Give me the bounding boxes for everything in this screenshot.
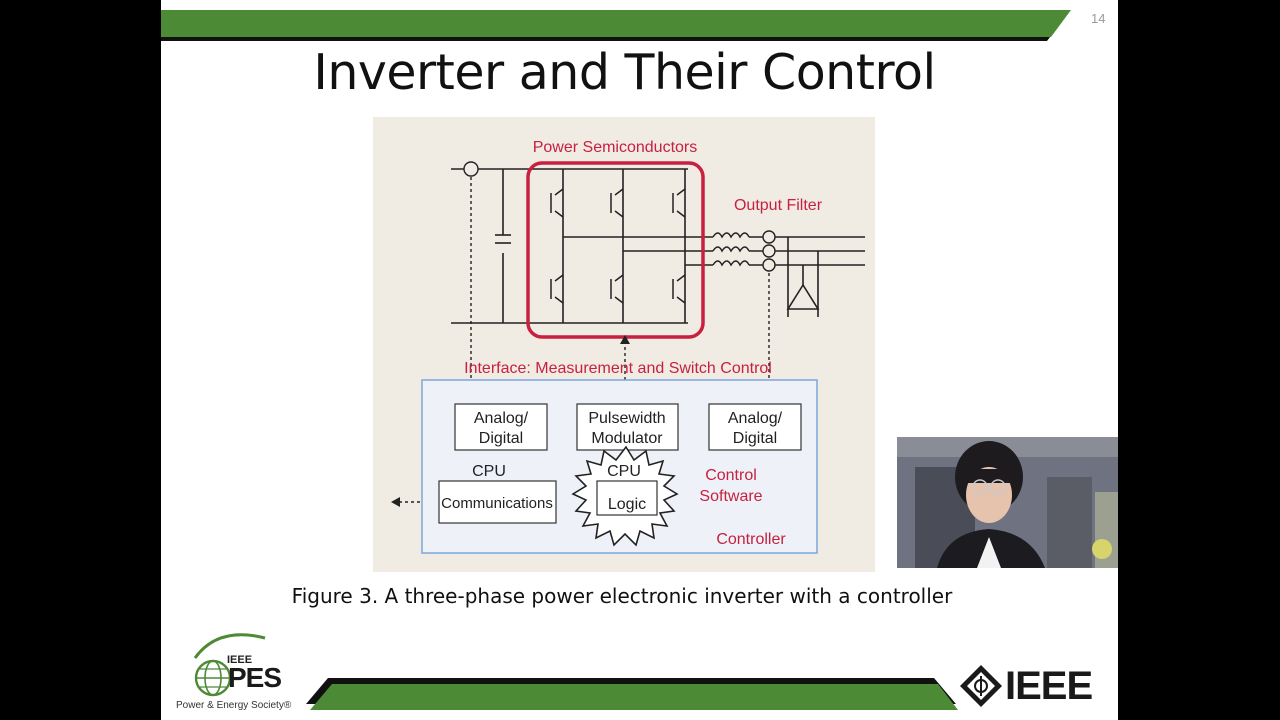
analog-digital-box-left [454,403,548,451]
analog-digital-left-line1: Analog/ [474,410,529,427]
analog-digital-right-line2: Digital [733,430,777,447]
igbt-switches [550,188,686,304]
ieee-logo: IEEE [959,662,1114,710]
current-sensors [463,161,776,272]
interface-label: Interface: Measurement and Switch Contro… [464,360,772,377]
power-semiconductors-label: Power Semiconductors [533,139,698,156]
slide-title: Inverter and Their Control [313,44,936,101]
bottom-banner [306,678,958,710]
page-number: 14 [1091,11,1106,26]
inverter-diagram: Power Semiconductors Output Filter Inter… [391,139,865,554]
cpu-label-left: CPU [472,463,506,480]
logic-box [596,480,658,516]
analog-digital-right-line1: Analog/ [728,410,783,427]
figure-caption: Figure 3. A three-phase power electronic… [291,584,953,608]
globe-icon [193,633,266,697]
top-banner [161,10,1071,41]
ieee-diamond-icon [960,665,1002,707]
ieee-wordmark: IEEE [1005,664,1093,708]
cpu-label-center: CPU [607,463,641,480]
communications-box [438,480,557,524]
power-semiconductors-outline [526,161,705,339]
pwm-box [576,403,679,451]
analog-digital-box-right [708,403,802,451]
ieee-pes-tagline: Power & Energy Society® [176,700,292,711]
logic-label: Logic [608,496,646,513]
output-filter-label: Output Filter [734,197,823,214]
ieee-pes-main-text: PES [228,662,282,693]
slide: 14 Inverter and Their Control [161,0,1118,720]
pwm-line1: Pulsewidth [588,410,665,427]
ieee-pes-top-text: IEEE [227,654,253,666]
analog-digital-left-line2: Digital [479,430,523,447]
control-software-line2: Software [699,488,762,505]
inverter-figure: Power Semiconductors Output Filter Inter… [373,117,875,572]
webcam-video[interactable] [897,437,1118,568]
pwm-line2: Modulator [591,430,663,447]
ieee-pes-logo: IEEE PES Power & Energy Society® [173,628,313,718]
control-software-line1: Control [705,467,757,484]
communications-label: Communications [441,495,553,512]
presenter-video-frame [897,437,1118,568]
controller-label: Controller [716,531,786,548]
filter-inductors [712,232,750,267]
dc-bus [451,168,865,324]
